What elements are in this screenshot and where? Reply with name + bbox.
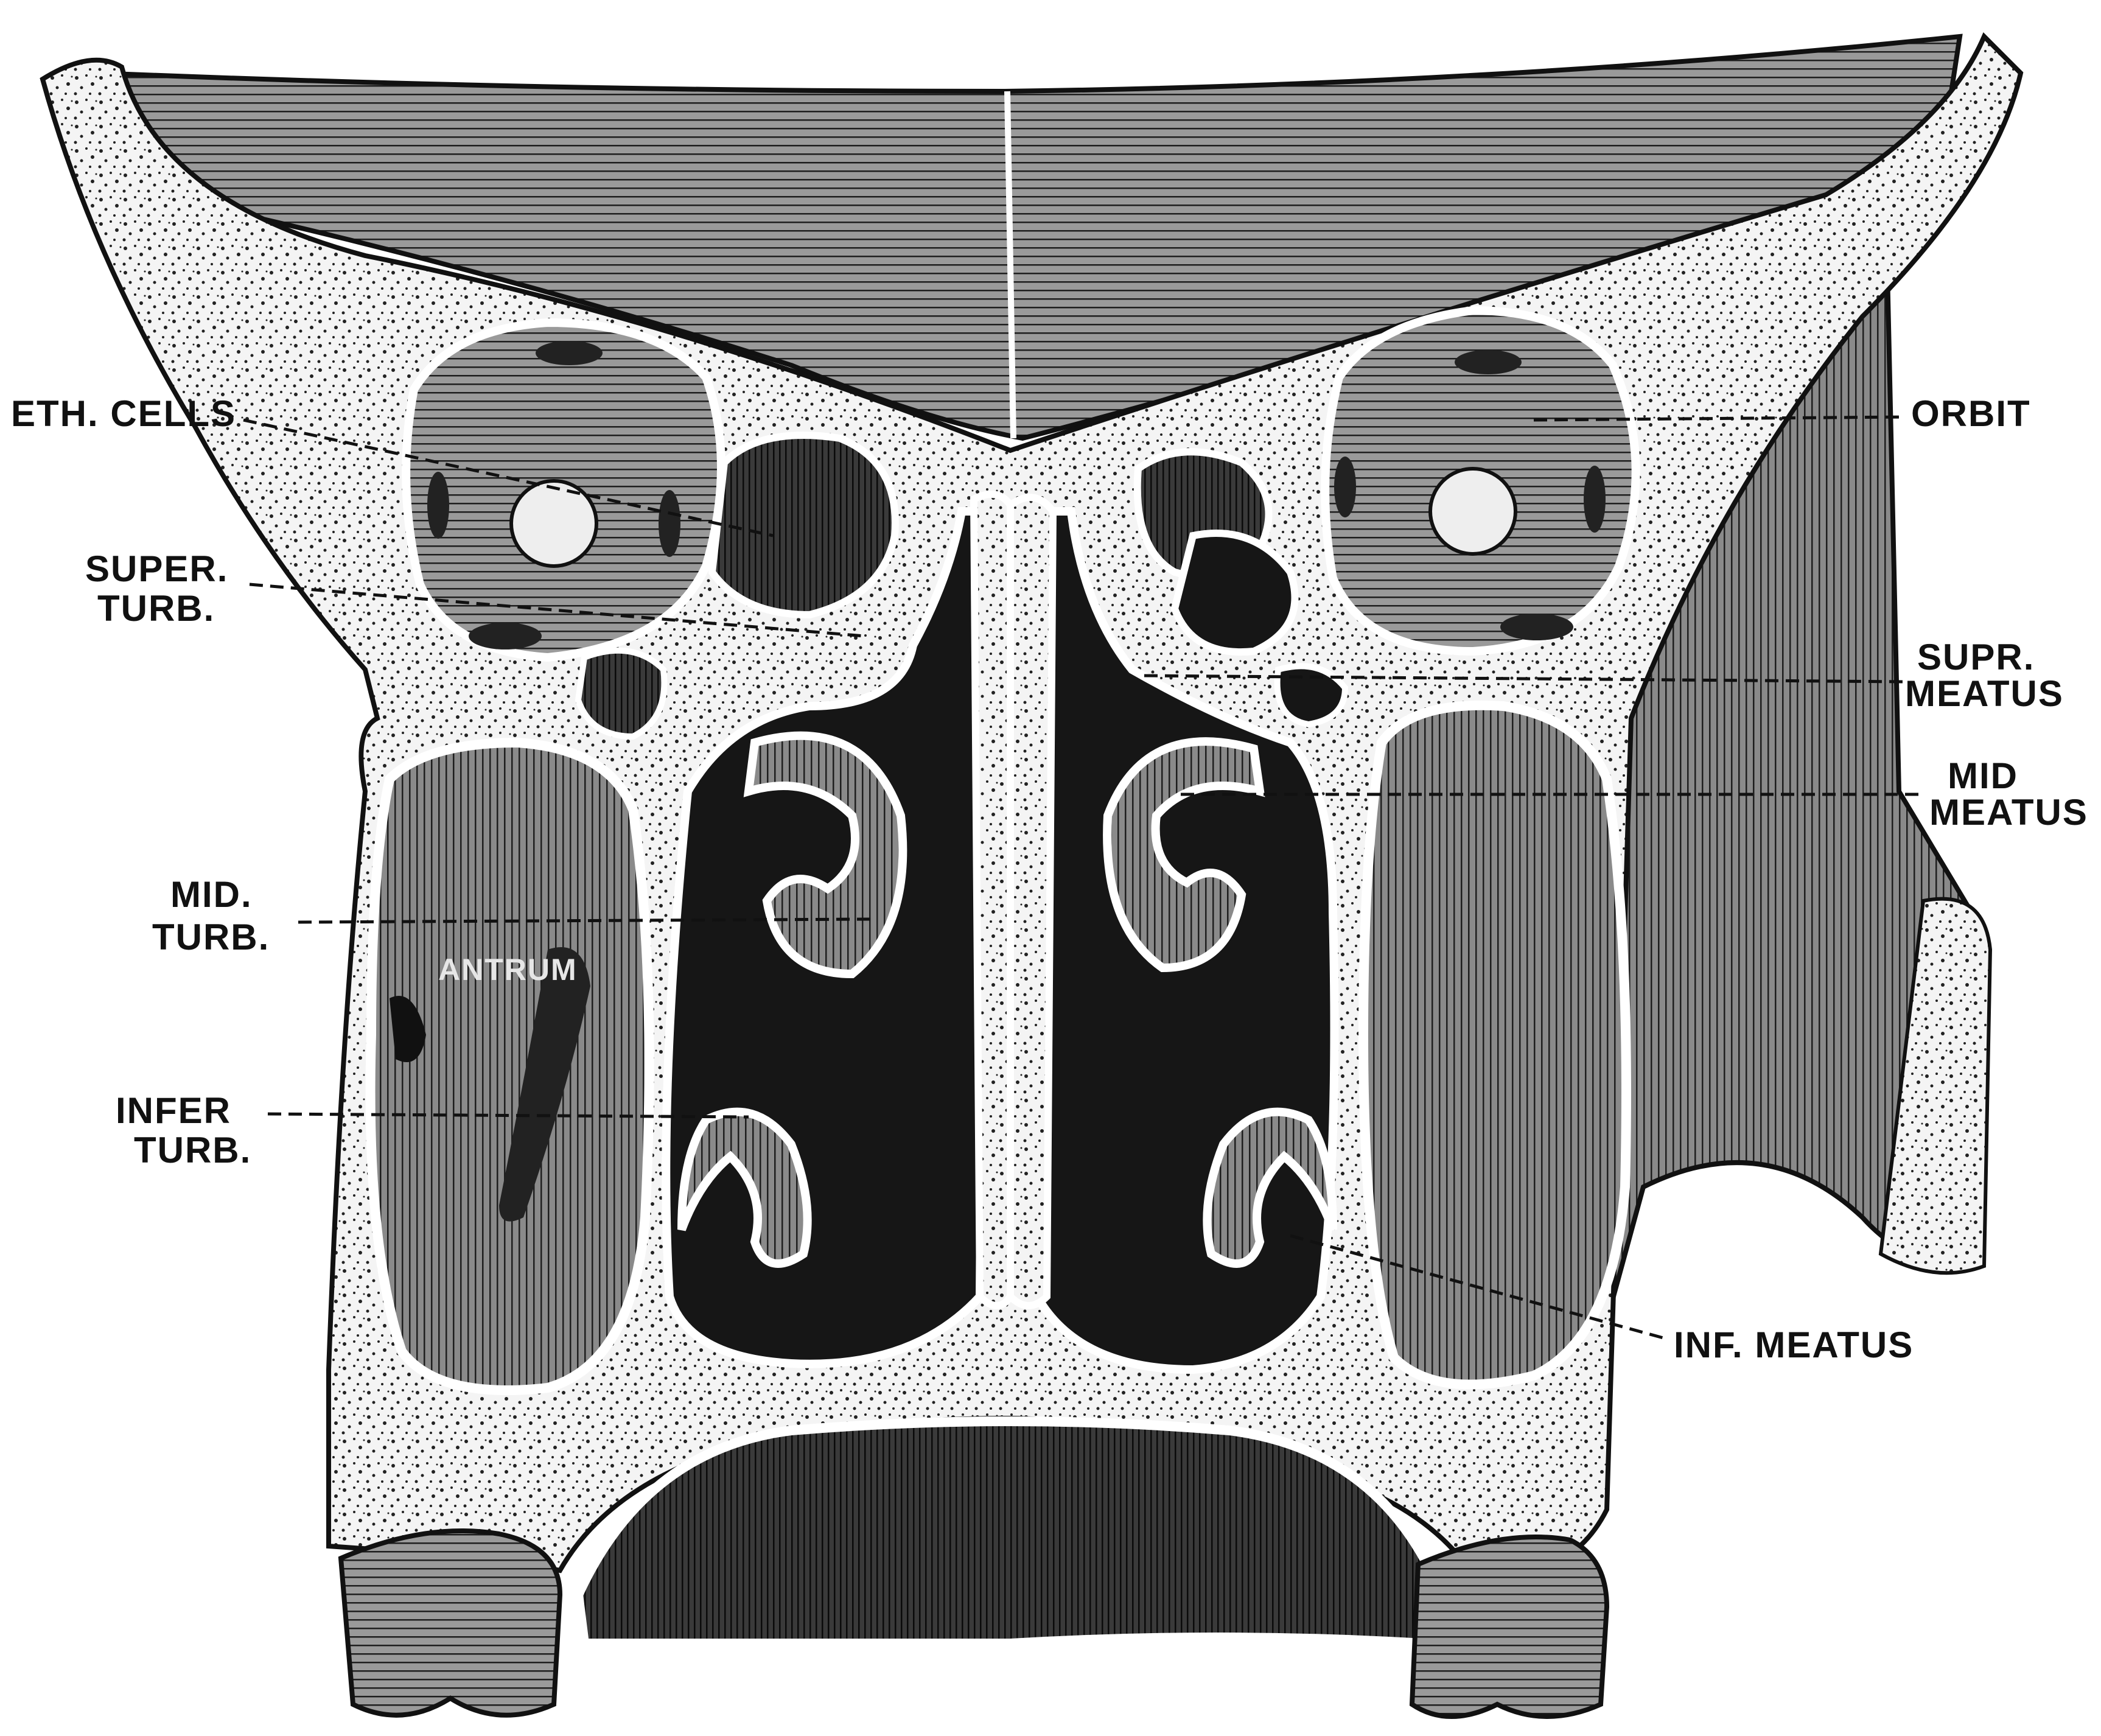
nasal-septum	[974, 494, 1053, 1306]
orbit-right	[1325, 310, 1636, 651]
label-inf-meatus: INF. MEATUS	[1674, 1325, 1914, 1365]
label-mid-meatus-line1: MID	[1948, 755, 2018, 796]
label-mid-turb-line1: MID.	[170, 874, 253, 915]
oral-cavity	[578, 1421, 1436, 1643]
label-super-turb-line2: TURB.	[97, 588, 215, 629]
label-eth-cells: ETH. CELLS	[11, 393, 236, 434]
label-orbit: ORBIT	[1911, 393, 2031, 434]
label-infer-turb-line2: TURB.	[134, 1130, 251, 1171]
label-super-turb-line1: SUPER.	[85, 548, 228, 589]
orbit-left	[406, 323, 721, 657]
label-supr-meatus-line1: SUPR.	[1917, 637, 2035, 677]
label-antrum: ANTRUM	[438, 953, 578, 987]
label-infer-turb-line1: INFER	[116, 1090, 231, 1131]
maxillary-antrum-right	[1363, 705, 1626, 1385]
molar-right	[1412, 1537, 1607, 1717]
label-mid-turb-line2: TURB.	[152, 917, 270, 957]
maxillary-antrum-left	[371, 743, 649, 1390]
label-mid-meatus-line2: MEATUS	[1929, 792, 2088, 833]
label-supr-meatus-line2: MEATUS	[1905, 673, 2064, 714]
molar-left	[341, 1531, 560, 1715]
